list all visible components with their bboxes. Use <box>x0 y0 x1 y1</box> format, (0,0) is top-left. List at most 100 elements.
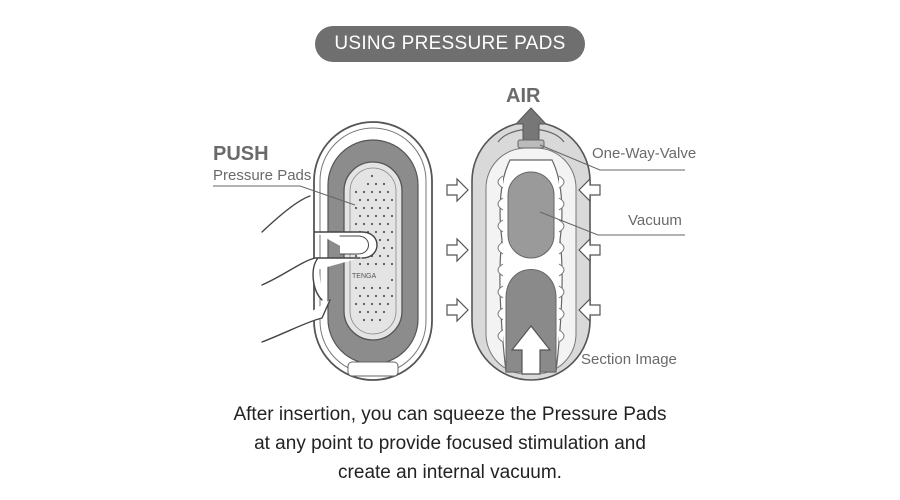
pad-dot <box>382 246 386 250</box>
pad-dot <box>358 198 362 202</box>
pad-dot <box>366 182 370 186</box>
channel-rib <box>558 175 565 189</box>
pad-dot <box>386 254 390 258</box>
pad-dot <box>366 294 370 298</box>
channel-rib <box>558 329 565 343</box>
vacuum-label: Vacuum <box>628 212 682 229</box>
pad-dot <box>390 262 394 266</box>
pad-dot <box>378 302 382 306</box>
pad-dot <box>362 190 366 194</box>
pad-dot <box>382 198 386 202</box>
pad-dot <box>362 318 366 322</box>
squeeze-arrow-right-3 <box>578 297 601 323</box>
pad-dot <box>374 182 378 186</box>
channel-rib <box>558 219 565 233</box>
pad-dot <box>382 262 386 266</box>
pad-dot <box>378 286 382 290</box>
pad-dot <box>370 318 374 322</box>
pad-dot <box>390 214 394 218</box>
pressure-pads-diagram <box>213 107 685 381</box>
title-badge: USING PRESSURE PADS <box>315 26 585 62</box>
pad-dot <box>390 230 394 234</box>
channel-rib <box>497 175 504 189</box>
channel-rib <box>558 197 565 211</box>
pad-dot <box>358 310 362 314</box>
pad-dot <box>370 190 374 194</box>
title-text: USING PRESSURE PADS <box>334 33 566 54</box>
pressure-pads-label: Pressure Pads <box>213 167 312 184</box>
channel-ribs <box>497 175 565 343</box>
pad-dot <box>358 214 362 218</box>
valve <box>517 139 545 149</box>
squeeze-arrow-right-2 <box>578 237 601 263</box>
pad-dot <box>374 262 378 266</box>
squeeze-arrow-left-1 <box>446 177 469 203</box>
pad-dot <box>362 222 366 226</box>
pad-dot <box>382 230 386 234</box>
squeeze-arrow-left-2 <box>446 237 469 263</box>
caption: After insertion, you can squeeze the Pre… <box>150 400 750 487</box>
pad-dot <box>386 302 390 306</box>
channel-rib <box>558 241 565 255</box>
pad-dot <box>362 286 366 290</box>
channel-rib <box>497 263 504 277</box>
pad-dot <box>390 246 394 250</box>
channel-rib <box>497 307 504 321</box>
pad-dot <box>362 206 366 210</box>
pad-dot <box>362 302 366 306</box>
pad-dot <box>390 294 394 298</box>
pad-dot <box>354 254 358 258</box>
pad-dot <box>382 310 386 314</box>
pad-dot <box>374 198 378 202</box>
pad-dot <box>370 302 374 306</box>
pad-dot <box>374 310 378 314</box>
hand-illustration <box>261 195 378 343</box>
pad-dot <box>378 318 382 322</box>
channel-rib <box>558 307 565 321</box>
vacuum-chamber <box>507 171 555 259</box>
pad-dot <box>386 190 390 194</box>
brand-logo: TENGA <box>352 273 377 280</box>
pad-dot <box>366 310 370 314</box>
pad-dot <box>390 278 394 282</box>
pad-dot <box>370 174 374 178</box>
pad-dot <box>370 286 374 290</box>
pad-dot <box>378 254 382 258</box>
pad-dot <box>354 206 358 210</box>
channel-rib <box>497 241 504 255</box>
pad-dot <box>370 206 374 210</box>
channel-rib <box>497 285 504 299</box>
caption-line-3: create an internal vacuum. <box>338 462 562 483</box>
pressure-pad-dots <box>354 174 394 322</box>
channel-rib <box>558 285 565 299</box>
pad-dot <box>358 262 362 266</box>
squeeze-arrow-right-1 <box>578 177 601 203</box>
channel-rib <box>497 329 504 343</box>
squeeze-arrows <box>446 177 601 323</box>
pad-dot <box>382 294 386 298</box>
pad-dot <box>370 222 374 226</box>
pad-dot <box>378 238 382 242</box>
pad-dot <box>378 222 382 226</box>
one-way-valve-label: One-Way-Valve <box>592 145 697 162</box>
pad-dot <box>386 238 390 242</box>
channel-rib <box>558 263 565 277</box>
pad-dot <box>354 302 358 306</box>
caption-line-1: After insertion, you can squeeze the Pre… <box>233 404 667 425</box>
caption-line-2: at any point to provide focused stimulat… <box>254 433 646 454</box>
pad-dot <box>358 294 362 298</box>
pad-dot <box>382 182 386 186</box>
pad-dot <box>374 230 378 234</box>
pad-dot <box>378 206 382 210</box>
pad-dot <box>354 286 358 290</box>
pad-dot <box>386 286 390 290</box>
pad-dot <box>386 222 390 226</box>
pad-dot <box>366 214 370 218</box>
air-arrow-icon <box>514 107 548 141</box>
air-label: AIR <box>506 85 541 107</box>
pad-dot <box>378 190 382 194</box>
pad-dot <box>374 294 378 298</box>
pad-dot <box>382 214 386 218</box>
squeeze-arrow-left-3 <box>446 297 469 323</box>
pad-dot <box>366 262 370 266</box>
